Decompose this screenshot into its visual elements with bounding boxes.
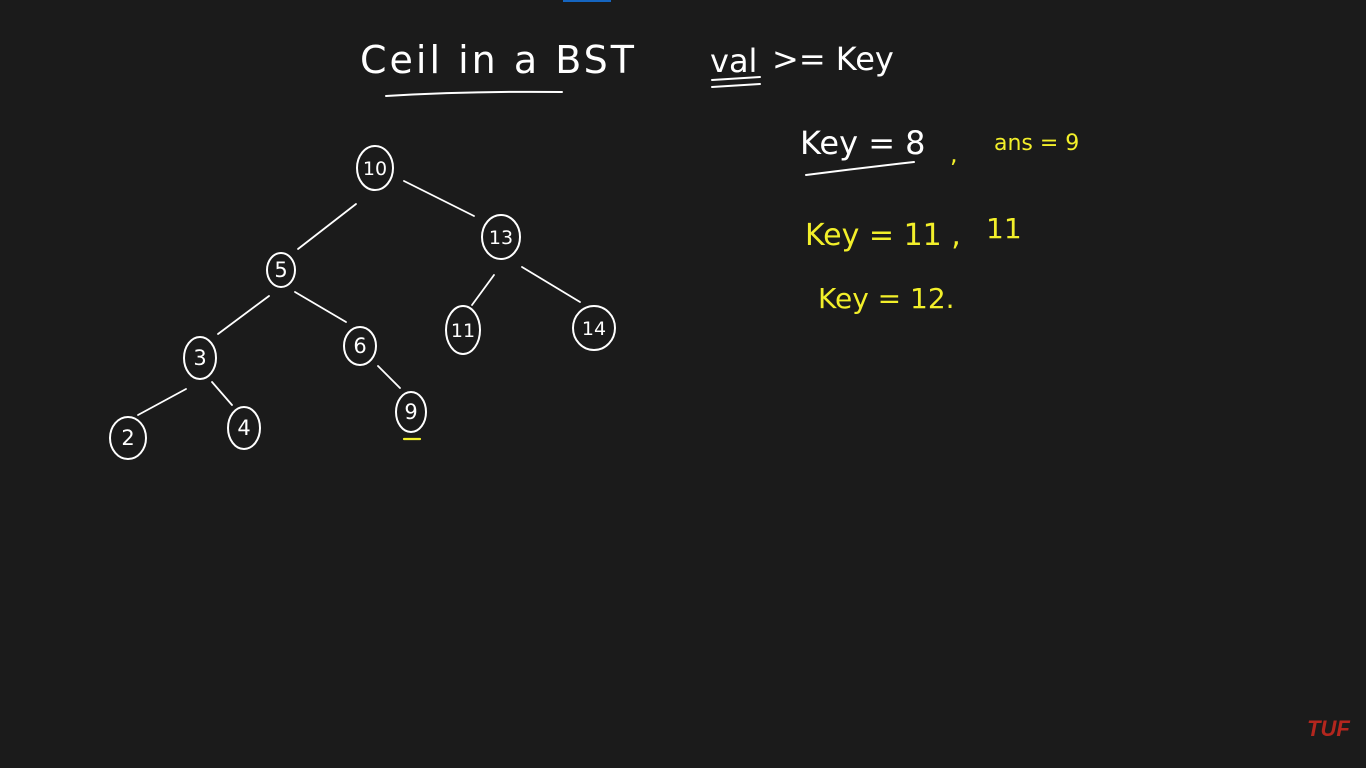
tree-node-circle [445,305,481,355]
tree-node-circle [227,406,261,450]
tree-node-circle [109,416,147,460]
example-1-separator: , [950,140,958,168]
title-underline [385,90,563,97]
tree-node-label: 6 [353,334,366,358]
tree-node-label: 2 [121,426,134,450]
tree-node-2: 2 [109,416,147,460]
bst-tree: 10 5 13 3 6 11 14 2 4 9 [109,145,616,460]
tree-node-circle [356,145,394,191]
tree-edge-6-9 [377,365,401,389]
tree-node-9: 9 [395,391,427,433]
tree-node-circle [183,336,217,380]
example-3-key: Key = 12. [818,282,955,315]
tree-node-11: 11 [445,305,481,355]
tree-edge-10-13 [403,180,475,217]
tree-edge-13-14 [521,266,581,303]
tree-node-10: 10 [356,145,394,191]
tree-edge-13-11 [471,274,495,306]
condition-underline-1 [711,76,761,81]
tree-edge-10-5 [297,203,357,250]
tree-edge-3-2 [137,388,187,416]
tree-node-label: 13 [489,227,513,249]
example-1-key: Key = 8 [800,124,926,162]
example-1-answer: ans = 9 [994,131,1079,156]
condition-lhs: val [710,42,757,80]
tree-node-label: 4 [237,416,250,440]
tree-node-circle [266,252,296,288]
tree-node-3: 3 [183,336,217,380]
tree-node-label: 3 [193,346,206,370]
title-text: Ceil in a BST [360,38,637,82]
tuf-watermark-logo: TUF [1307,716,1350,741]
tree-edge-5-3 [217,295,270,335]
tree-node-label: 10 [363,158,387,180]
top-progress-strip [563,0,611,2]
tree-node-13: 13 [481,214,521,260]
tree-node-4: 4 [227,406,261,450]
example-1-underline [805,161,915,176]
tree-edge-3-4 [211,381,233,406]
example-2-key: Key = 11 , [805,218,961,253]
tree-node-label: 11 [451,320,475,342]
tree-node-label: 9 [404,400,417,424]
tree-node-circle [343,326,377,366]
example-2-answer: 11 [986,212,1022,245]
tree-node-circle [481,214,521,260]
tree-node-circle [572,305,616,351]
tree-node-6: 6 [343,326,377,366]
tree-node-14: 14 [572,305,616,351]
condition-rest: >= Key [772,40,894,78]
condition-underline-2 [711,83,761,88]
tree-node-circle [395,391,427,433]
tree-edge-5-6 [294,291,347,323]
tree-node-label: 5 [274,258,287,282]
tree-node-5: 5 [266,252,296,288]
tree-node-label: 14 [582,318,606,340]
